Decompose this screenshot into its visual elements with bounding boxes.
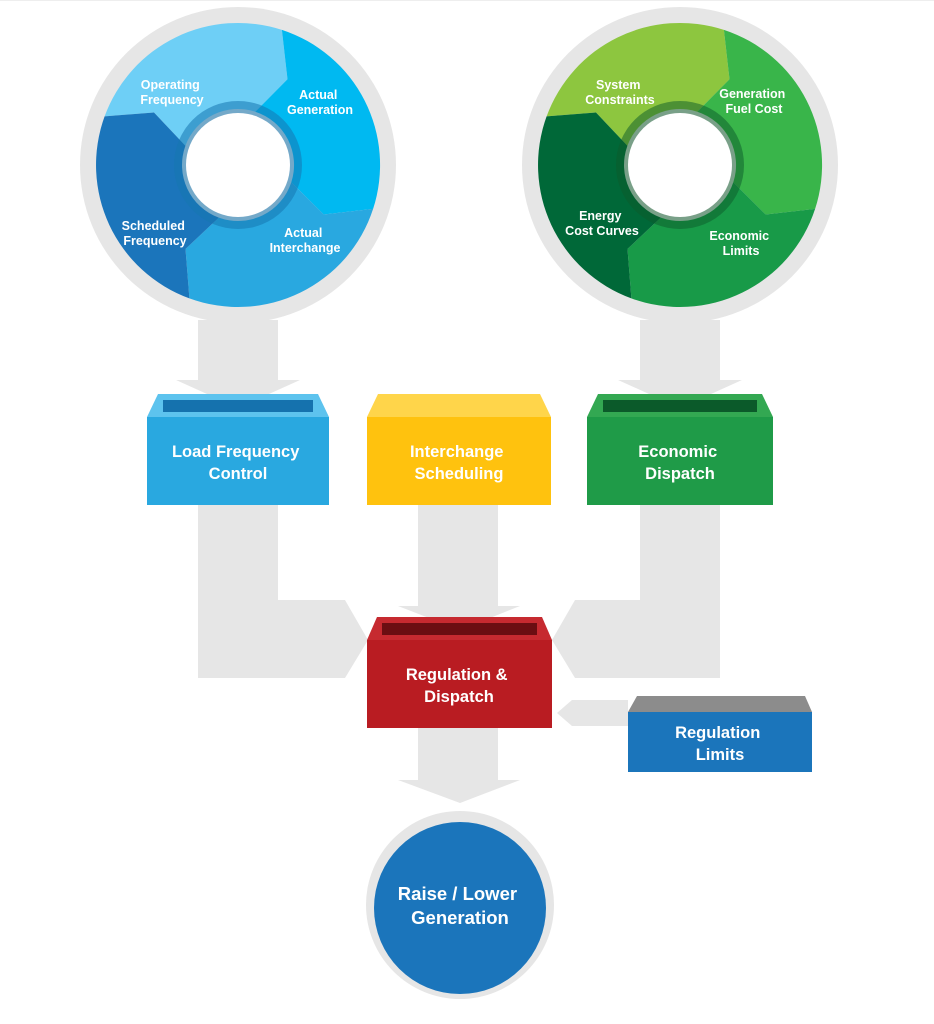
box-limits-top xyxy=(628,696,812,712)
left-label-actual-generation: Actual Generation xyxy=(287,88,353,117)
box-interchange-top xyxy=(367,394,551,417)
output-label: Raise / Lower Generation xyxy=(398,883,522,928)
box-regulation-front xyxy=(367,640,552,728)
left-elbow-connector xyxy=(198,505,368,678)
left-segment-operating-frequency xyxy=(104,22,288,146)
right-label-generation-fuel-cost: Generation Fuel Cost xyxy=(719,87,788,116)
center-connector xyxy=(398,505,520,630)
output-circle xyxy=(374,822,546,994)
box-load-frequency-front xyxy=(147,417,329,505)
right-cycle-hub xyxy=(628,113,732,217)
left-segment-scheduled-frequency xyxy=(96,112,219,299)
box-limits-label: Regulation Limits xyxy=(675,724,765,764)
left-label-actual-interchange: Actual Interchange xyxy=(270,226,341,255)
box-load-frequency-control: Load Frequency Control xyxy=(147,394,329,505)
left-cycle: Operating Frequency Actual Generation Ac… xyxy=(80,7,396,323)
top-divider xyxy=(0,0,934,1)
output-raise-lower-generation: Raise / Lower Generation xyxy=(374,822,546,994)
box-interchange-front xyxy=(367,417,551,505)
right-segment-economic-limits xyxy=(627,182,816,307)
right-label-system-constraints: System Constraints xyxy=(585,78,655,107)
box-load-frequency-cavity xyxy=(163,400,313,412)
box-economic-front xyxy=(587,417,773,505)
box-regulation-label: Regulation & Dispatch xyxy=(406,666,512,706)
box-interchange-scheduling: Interchange Scheduling xyxy=(367,394,551,505)
limits-connector xyxy=(557,700,628,726)
right-label-energy-cost-curves: Energy Cost Curves xyxy=(565,209,639,238)
right-elbow-connector xyxy=(552,505,720,678)
box-interchange-label: Interchange Scheduling xyxy=(410,443,508,483)
box-regulation-dispatch: Regulation & Dispatch xyxy=(367,617,552,728)
box-economic-dispatch: Economic Dispatch xyxy=(587,394,773,505)
output-arrow xyxy=(398,726,520,803)
left-label-operating-frequency: Operating Frequency xyxy=(140,78,203,107)
box-economic-label: Economic Dispatch xyxy=(638,443,721,483)
right-segment-system-constraints xyxy=(546,22,730,146)
box-economic-cavity xyxy=(603,400,757,412)
right-segment-energy-cost-curves xyxy=(538,112,661,299)
left-cycle-hub xyxy=(186,113,290,217)
box-regulation-limits: Regulation Limits xyxy=(628,696,812,772)
right-segment-generation-fuel-cost xyxy=(697,29,823,215)
right-label-economic-limits: Economic Limits xyxy=(709,229,772,258)
left-segment-actual-interchange xyxy=(185,182,374,307)
right-cycle-arrow xyxy=(618,320,742,408)
left-segment-actual-generation xyxy=(255,29,381,215)
box-load-frequency-label: Load Frequency Control xyxy=(172,443,304,483)
left-cycle-arrow xyxy=(176,320,300,408)
box-regulation-cavity xyxy=(382,623,537,635)
box-limits-front xyxy=(628,712,812,772)
left-label-scheduled-frequency: Scheduled Frequency xyxy=(122,219,189,248)
right-cycle: System Constraints Generation Fuel Cost … xyxy=(522,7,838,323)
